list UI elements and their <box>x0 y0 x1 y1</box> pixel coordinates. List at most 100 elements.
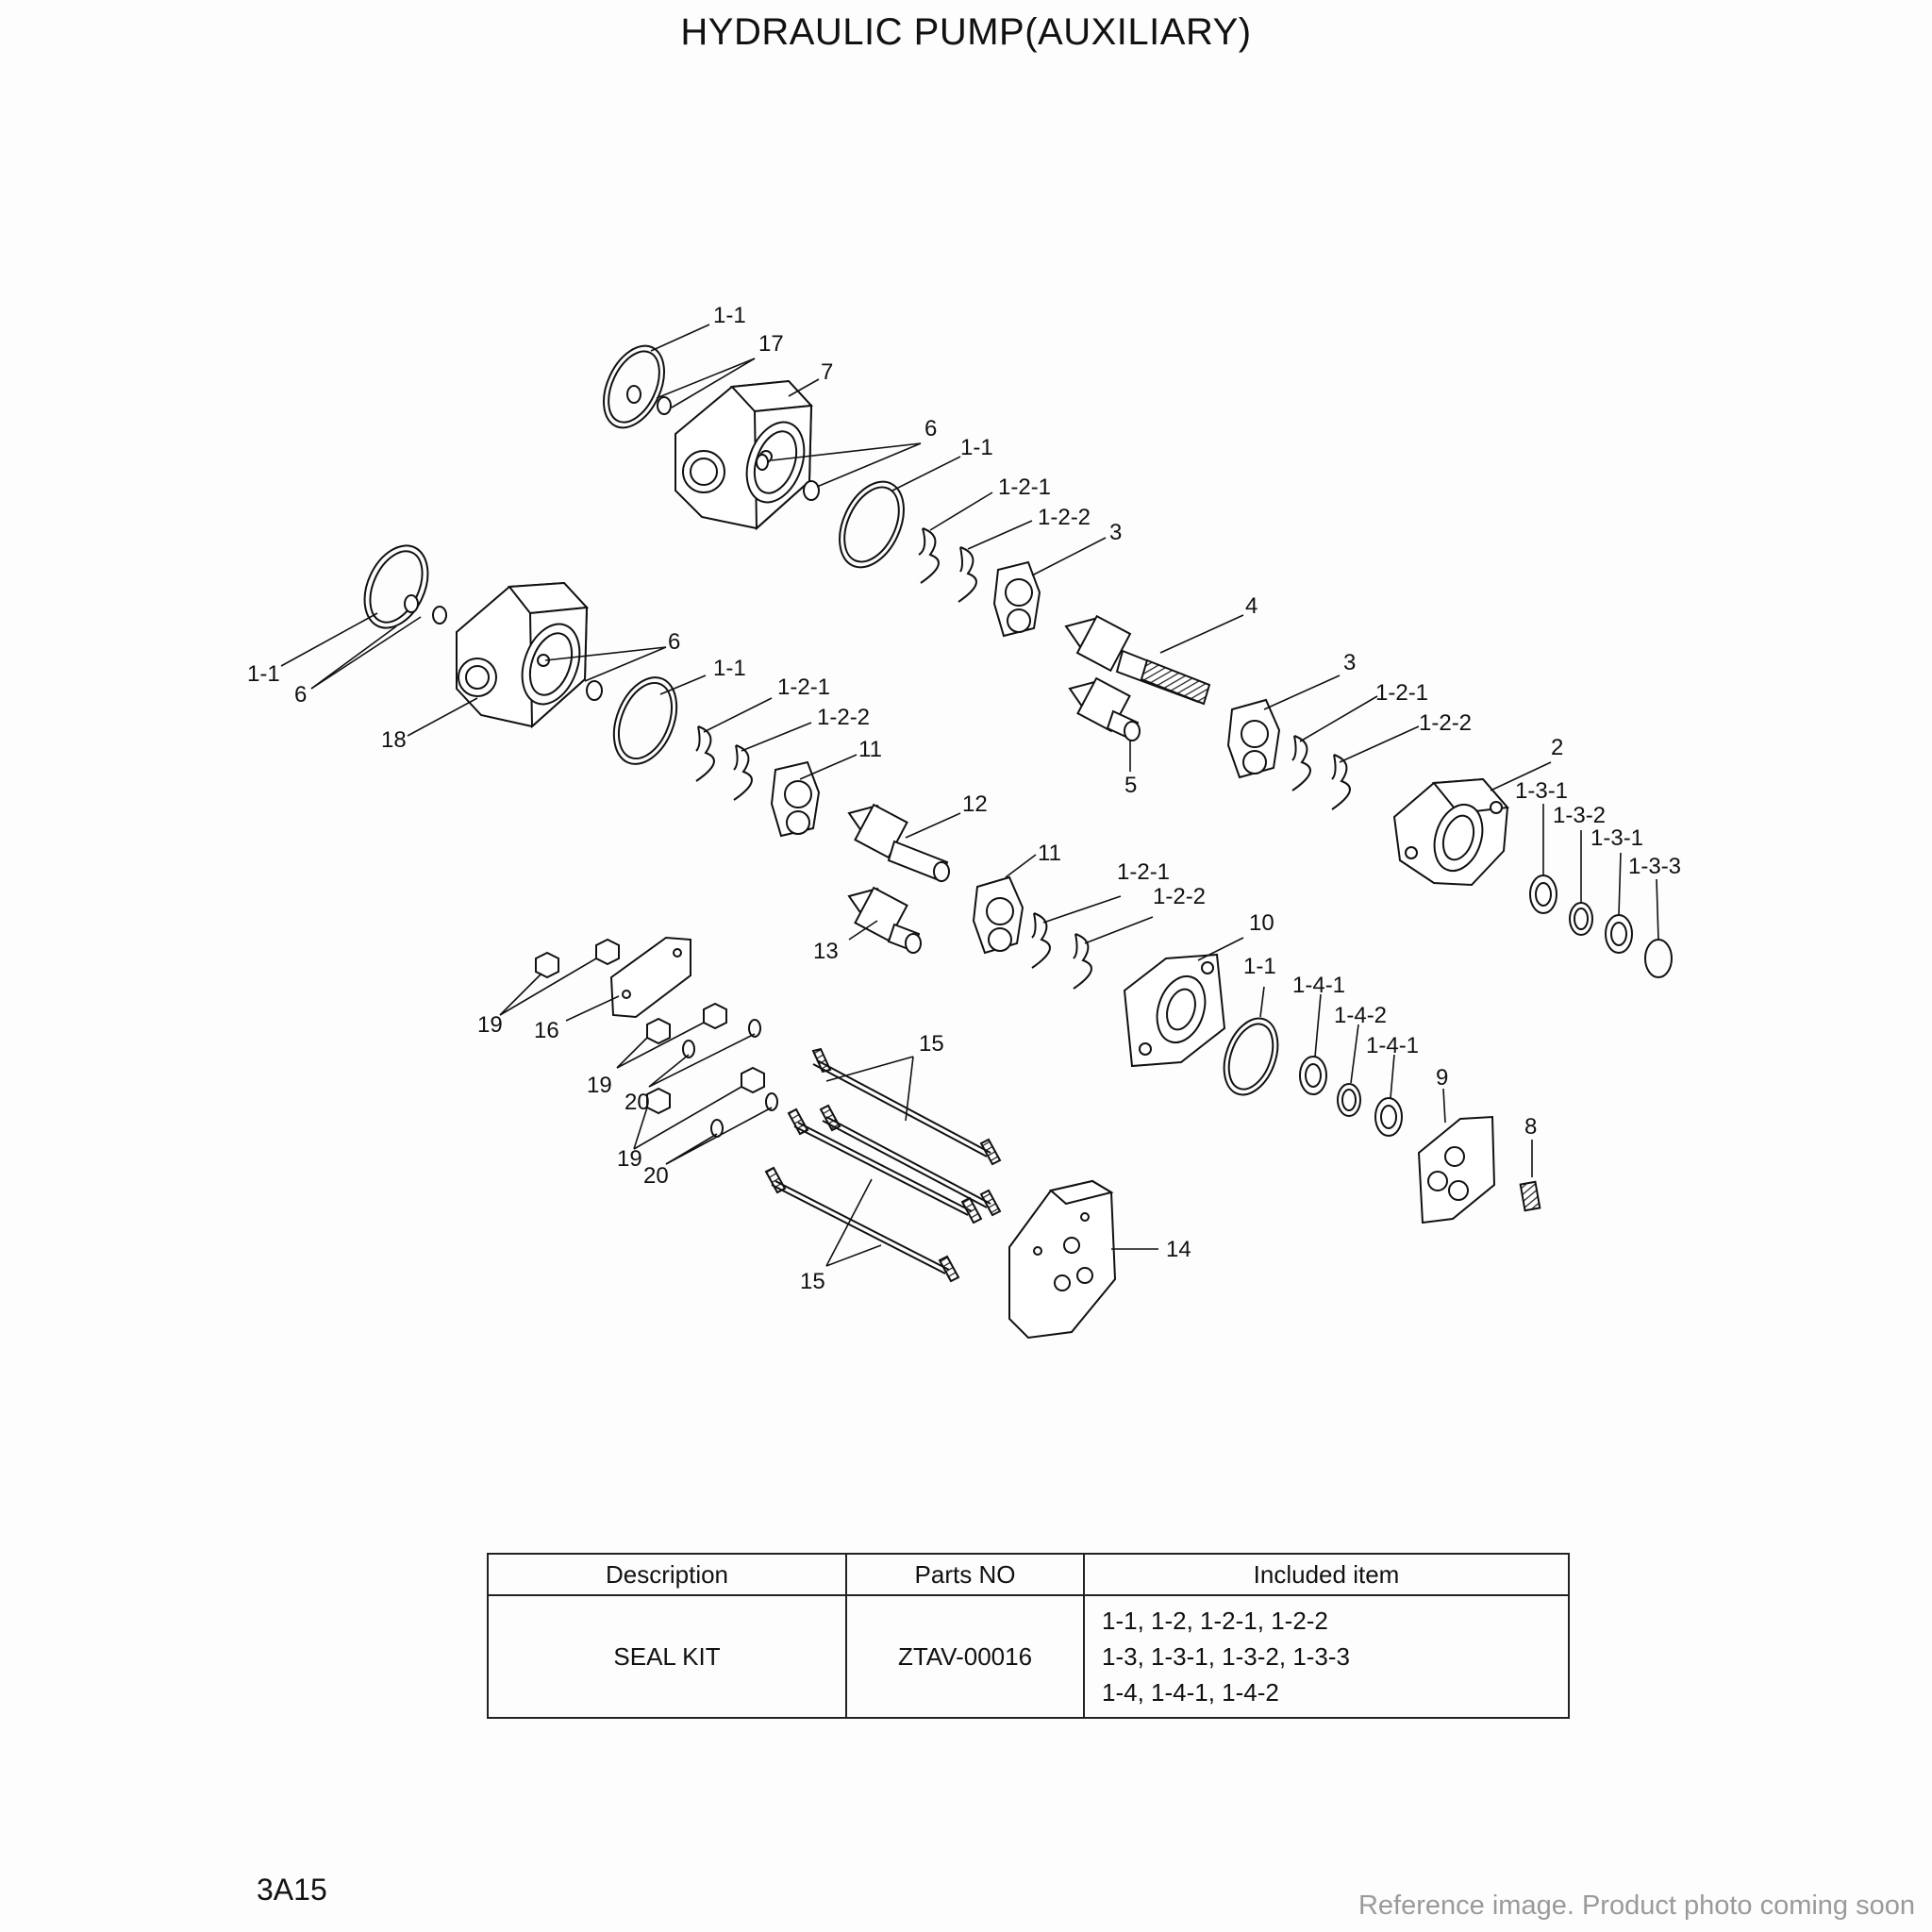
nuts-19 <box>535 938 765 1115</box>
seal-1-3-2 <box>1569 902 1593 936</box>
callout-label: 1-3-1 <box>1515 778 1568 804</box>
callout-label: 1-2-1 <box>998 475 1051 500</box>
callout-labels: 1-1 17 7 6 1-1 1-2-1 1-2-2 3 4 1-1 6 6 1… <box>247 303 1681 1294</box>
bushing-3-a <box>992 560 1041 638</box>
callout-label: 15 <box>919 1031 944 1057</box>
driven-gear-5 <box>1068 676 1141 741</box>
callout-label: 11 <box>858 737 882 762</box>
through-bolts-15 <box>764 1047 1002 1283</box>
cover-plate-16 <box>609 936 691 1019</box>
housing-18 <box>456 581 590 729</box>
callout-label: 19 <box>617 1146 642 1172</box>
callout-label: 12 <box>962 791 988 817</box>
o-ring-1-1-lower <box>363 544 429 629</box>
callout-label: 14 <box>1166 1237 1191 1262</box>
reference-image-notice: Reference image. Product photo coming so… <box>1357 1890 1915 1921</box>
callout-label: 7 <box>821 359 833 385</box>
exploded-parts-diagram: 1-1 17 7 6 1-1 1-2-1 1-2-2 3 4 1-1 6 6 1… <box>247 303 1681 1340</box>
cover-plate-9 <box>1417 1115 1496 1224</box>
callout-label: 18 <box>381 727 407 753</box>
callout-label: 1-2-2 <box>1419 710 1472 736</box>
oil-seal-1-4-1-b <box>1374 1097 1403 1137</box>
column-header-parts-no: Parts NO <box>845 1553 1085 1596</box>
backup-ring-1-2-2-c <box>1331 754 1351 810</box>
table-header-row: Description Parts NO Included item <box>487 1553 1570 1596</box>
callout-label: 1-4-1 <box>1292 973 1345 998</box>
bushing-11-a <box>770 760 821 838</box>
washers-20 <box>682 1019 778 1138</box>
callout-label: 20 <box>625 1090 650 1115</box>
backup-ring-1-2-1-b <box>695 725 715 782</box>
callout-label: 5 <box>1124 773 1137 798</box>
leader-lines <box>280 324 1659 1267</box>
drive-gear-12 <box>847 803 950 883</box>
rear-cover-14 <box>1008 1179 1117 1340</box>
bushing-3-b <box>1226 698 1281 779</box>
oil-seal-1-4-1-a <box>1299 1056 1327 1095</box>
backup-ring-1-2-2-a <box>958 546 977 603</box>
dowel-pin-6-top <box>756 454 820 501</box>
callout-label: 1-4-1 <box>1366 1033 1419 1058</box>
o-ring-1-1-housing18 <box>612 676 678 765</box>
o-ring-1-1-housing7 <box>839 480 905 569</box>
callout-label: 19 <box>587 1073 612 1098</box>
set-screw-8 <box>1519 1180 1541 1212</box>
callout-label: 3 <box>1343 650 1356 675</box>
callout-label: 1-1 <box>960 435 993 460</box>
callout-label: 4 <box>1245 593 1257 619</box>
oil-seal-1-3-1-b <box>1605 914 1633 954</box>
callout-label: 1-2-1 <box>1375 680 1428 706</box>
backup-ring-1-2-2-d <box>1073 933 1092 990</box>
callout-label: 11 <box>1038 841 1061 866</box>
included-item-cell: 1-1, 1-2, 1-2-1, 1-2-2 1-3, 1-3-1, 1-3-2… <box>1083 1594 1570 1719</box>
parts-no-cell: ZTAV-00016 <box>845 1594 1085 1719</box>
bushing-11-b <box>972 875 1024 955</box>
column-header-included-item: Included item <box>1083 1553 1570 1596</box>
callout-label: 1-2-2 <box>817 705 870 730</box>
table-row: SEAL KIT ZTAV-00016 1-1, 1-2, 1-2-1, 1-2… <box>487 1594 1570 1719</box>
callout-label: 17 <box>758 331 784 357</box>
callout-label: 3 <box>1109 520 1122 545</box>
callout-label: 19 <box>477 1012 503 1038</box>
callout-label: 15 <box>800 1269 825 1294</box>
dowel-pin-17 <box>626 385 672 415</box>
backup-ring-1-2-1-a <box>918 527 940 584</box>
seal-kit-table: Description Parts NO Included item SEAL … <box>487 1553 1570 1719</box>
o-ring-1-1-body10 <box>1223 1017 1279 1096</box>
callout-label: 1-2-1 <box>1117 859 1170 885</box>
callout-label: 9 <box>1436 1065 1448 1091</box>
callout-label: 2 <box>1551 735 1563 760</box>
dowel-pin-6-lower-a <box>404 594 447 625</box>
callout-label: 1-1 <box>713 656 746 681</box>
callout-label: 1-1 <box>713 303 746 328</box>
callout-label: 1-2-2 <box>1038 505 1091 530</box>
description-cell: SEAL KIT <box>487 1594 847 1719</box>
backup-ring-1-2-1-d <box>1031 912 1051 969</box>
callout-label: 1-1 <box>1243 954 1276 979</box>
mounting-flange-2 <box>1392 777 1509 887</box>
backup-ring-1-2-1-c <box>1291 735 1311 791</box>
body-10 <box>1123 953 1226 1068</box>
callout-label: 20 <box>643 1163 669 1189</box>
callout-label: 8 <box>1524 1114 1537 1140</box>
drive-shaft-4 <box>1064 614 1211 706</box>
included-item-line: 1-3, 1-3-1, 1-3-2, 1-3-3 <box>1102 1642 1351 1671</box>
snap-ring-1-3-3 <box>1644 939 1673 978</box>
diagram-title: HYDRAULIC PUMP(AUXILIARY) <box>680 11 1252 53</box>
oil-seal-1-3-1-a <box>1529 874 1557 914</box>
callout-label: 1-3-1 <box>1591 825 1643 851</box>
column-header-description: Description <box>487 1553 847 1596</box>
driven-gear-13 <box>847 886 922 954</box>
callout-label: 1-2-2 <box>1153 884 1206 909</box>
dowel-pin-6-lower-b <box>586 680 603 701</box>
callout-label: 16 <box>534 1018 559 1043</box>
included-item-line: 1-4, 1-4-1, 1-4-2 <box>1102 1678 1279 1707</box>
page-code: 3A15 <box>257 1873 327 1907</box>
housing-7 <box>675 379 814 531</box>
callout-label: 6 <box>668 629 680 655</box>
callout-label: 10 <box>1249 910 1274 936</box>
callout-label: 6 <box>294 682 307 708</box>
backup-ring-1-2-2-b <box>733 744 753 801</box>
callout-label: 1-4-2 <box>1334 1003 1387 1028</box>
seal-1-4-2 <box>1337 1083 1361 1117</box>
